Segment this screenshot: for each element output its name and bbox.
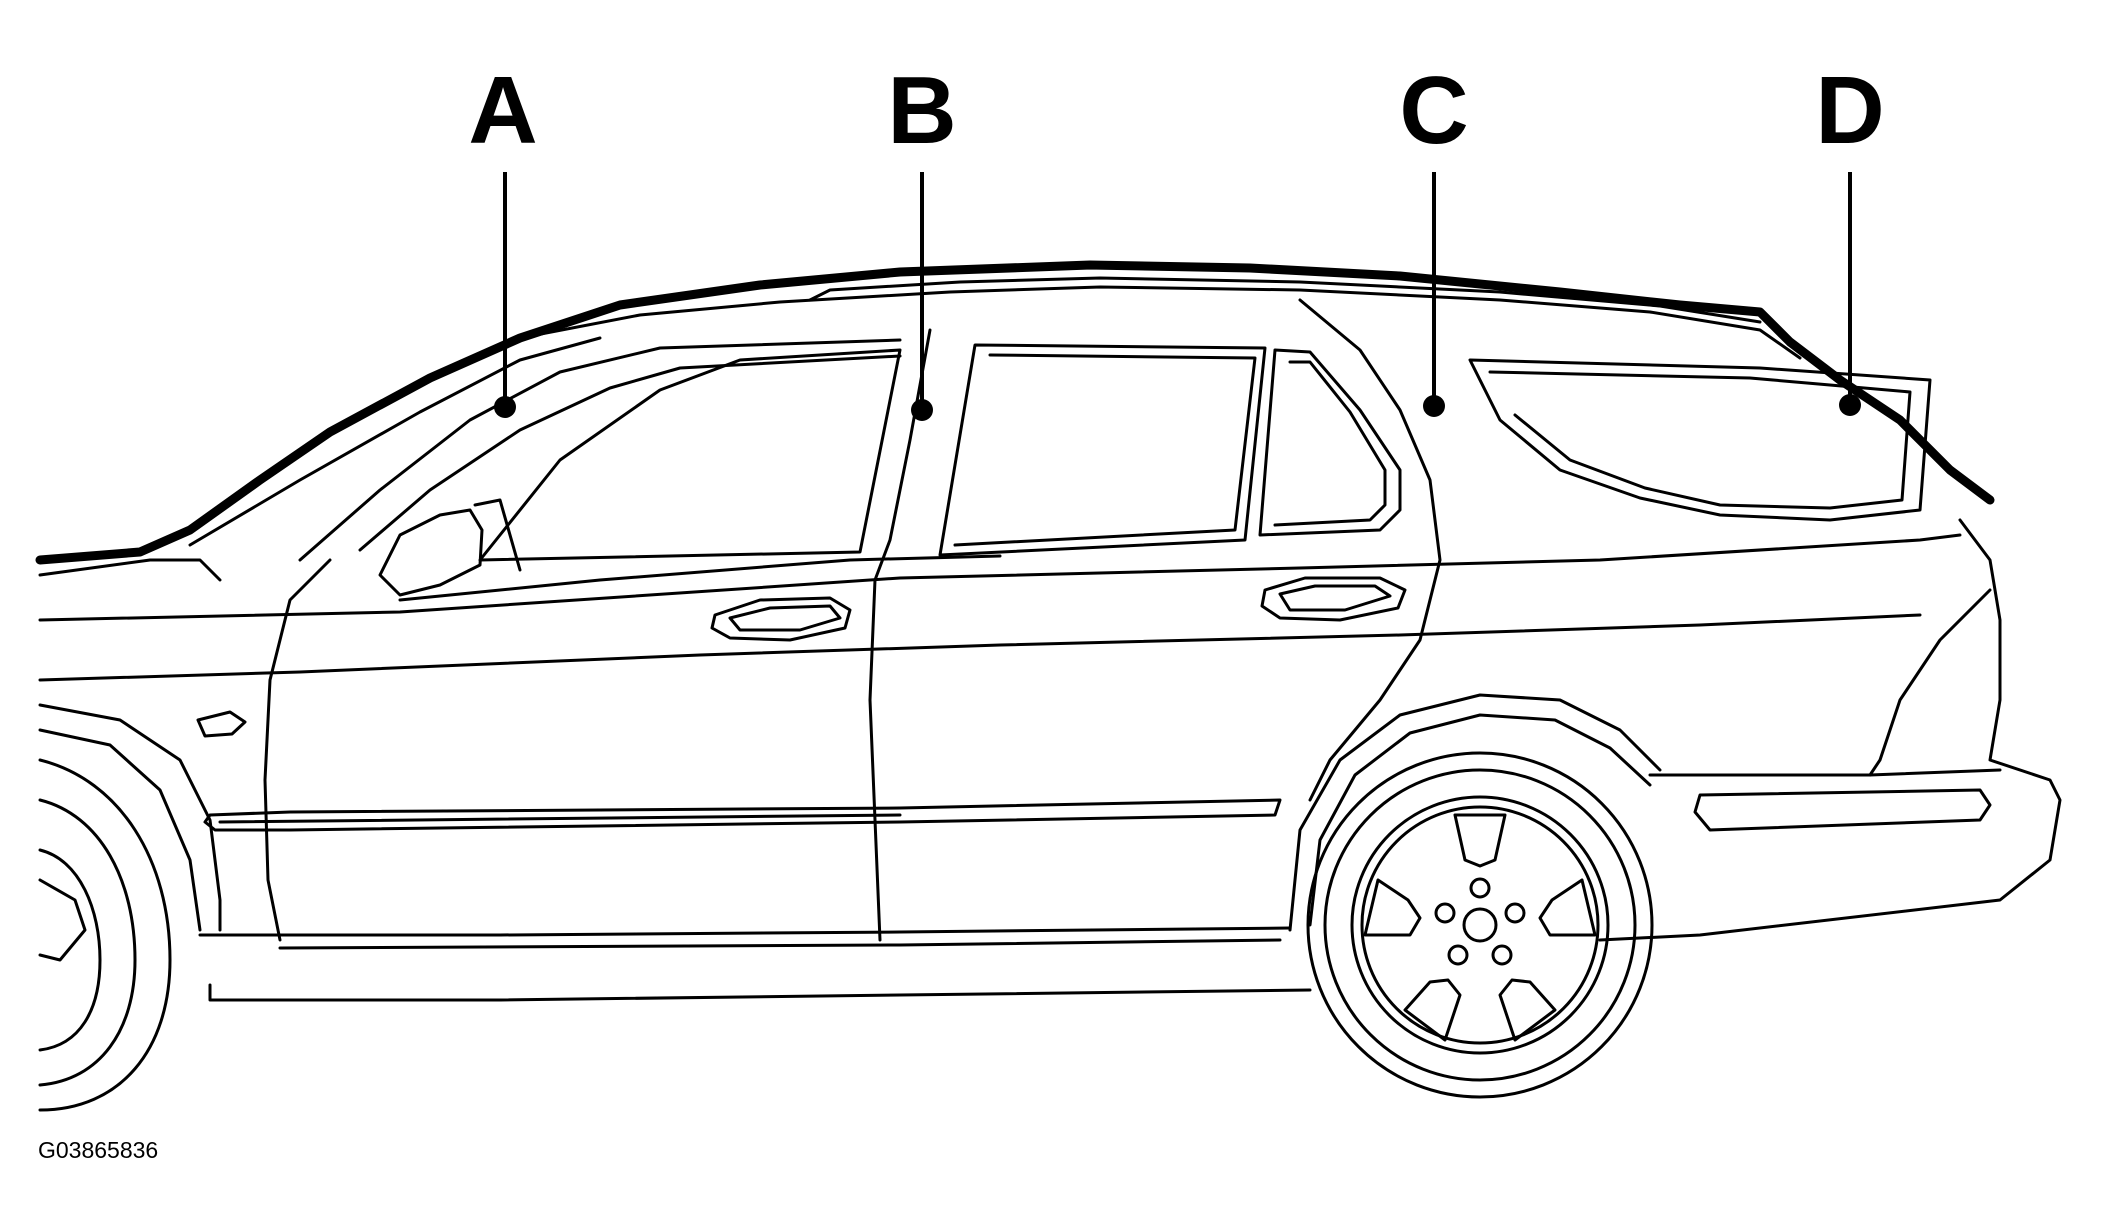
front-door-edge [263,558,332,942]
c-pillar-line [1298,298,1442,802]
lug-nut-1 [1469,877,1491,899]
rear-door-handle [1260,576,1407,622]
shoulder-line [38,613,1922,682]
rear-wheel [1306,751,1654,1099]
cargo-window-inner [1488,370,1912,510]
lug-nut-3 [1491,944,1513,966]
mirror-stem [473,498,522,572]
rear-door-handle-inner [1278,584,1392,612]
rear-wheel-arch-inner [1308,713,1652,927]
front-window [478,348,902,562]
label-d: D [1815,57,1884,164]
rear-quarter-window [1258,348,1402,537]
rear-tire-outer [1306,751,1654,1099]
car-body [35,260,2062,1002]
dot-a [494,396,516,418]
lug-nut-2 [1504,902,1526,924]
pillar-d-callout: D [1815,57,1885,416]
side-mirror [378,508,484,597]
front-tire-outer [38,758,172,1112]
spoke-opening-4 [1403,978,1462,1042]
front-rim-spoke [38,878,87,962]
tail-panel [1598,518,2062,942]
pillar-b-callout: B [887,57,957,421]
pillar-c-callout: C [1399,57,1469,417]
dot-d [1839,394,1861,416]
front-bumper [38,558,222,582]
rear-rim-inner [1360,805,1600,1045]
rear-quarter-window-inner [1273,360,1387,527]
rear-door-window [938,343,1267,557]
front-window-sill [398,554,1002,602]
rear-rim-outer [1350,795,1610,1055]
lug-nut-4 [1447,944,1469,966]
roof-rail-inner [808,276,1762,324]
sill-bottom [208,983,1312,1002]
pillar-a-callout: A [468,57,538,418]
spoke-opening-1 [1453,813,1507,868]
spoke-opening-5 [1363,878,1422,937]
windshield-edge [188,336,602,547]
a-pillar-inner [358,354,902,552]
roof-outline [35,260,1995,565]
front-tire-inner [38,798,137,1087]
front-door-handle [710,596,852,642]
belt-line [38,533,1962,622]
rear-hub [1462,907,1498,943]
b-pillar-line [868,328,932,942]
spoke-opening-3 [1498,978,1557,1042]
figure-id: G03865836 [38,1137,158,1163]
spoke-opening-2 [1538,878,1597,937]
rear-tire-inner [1323,768,1637,1082]
front-fender [38,703,222,932]
rear-bumper-top [1648,768,2002,777]
a-pillar-outer [298,338,902,562]
tail-inner [1868,588,1992,777]
sill-top [198,926,1292,937]
label-c: C [1399,57,1468,164]
rear-door-window-inner [953,353,1257,547]
label-b: B [887,57,956,164]
front-wheel [38,758,172,1112]
lug-nut-5 [1434,902,1456,924]
side-moulding-line [218,813,902,824]
side-moulding [203,798,1282,832]
side-marker [196,710,247,738]
rear-wheel-arch [1288,693,1662,932]
roof-rail [518,285,1802,360]
dot-b [911,399,933,421]
front-door-handle-inner [728,604,842,632]
front-fender-inner [38,728,202,932]
dot-c [1423,395,1445,417]
rear-bumper-strip [1693,788,1992,832]
label-a: A [468,57,537,164]
front-rim [38,848,102,1052]
sill-lip [278,938,1282,950]
cargo-window [1468,358,1932,522]
